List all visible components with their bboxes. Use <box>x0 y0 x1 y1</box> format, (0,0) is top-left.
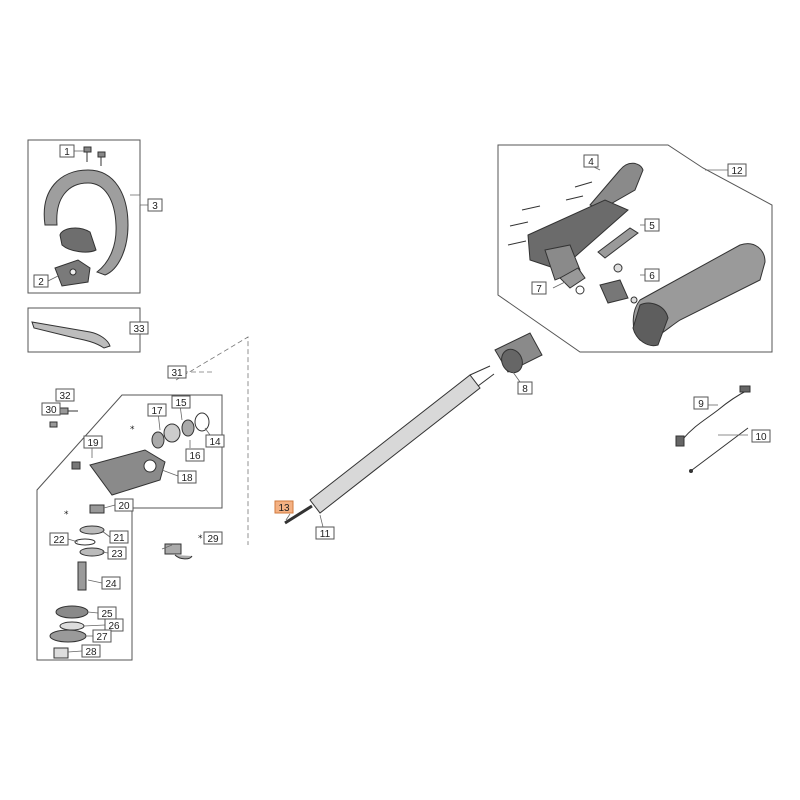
part-label-23: 23 <box>107 546 127 560</box>
drive-shaft-icon <box>284 504 313 525</box>
spring-icon <box>559 267 586 295</box>
part-number: 21 <box>113 533 125 544</box>
part-label-20: 20 <box>114 498 134 512</box>
part-label-6: 6 <box>644 268 660 282</box>
d-shaped-handle-icon <box>43 169 129 276</box>
part-number: 28 <box>85 647 97 658</box>
part-label-31: 31 <box>167 365 187 379</box>
drive-gear-icon <box>74 504 105 591</box>
part-number: 25 <box>101 609 113 620</box>
part-number: 22 <box>53 535 65 546</box>
part-number: 31 <box>171 368 183 379</box>
part-label-18: 18 <box>177 470 197 484</box>
star-marker: * <box>198 534 203 544</box>
part-label-28: 28 <box>81 644 101 658</box>
switch-icon <box>599 263 638 304</box>
part-label-11: 11 <box>315 526 335 540</box>
part-label-13: 13 <box>274 500 294 514</box>
part-number: 33 <box>133 324 145 335</box>
throttle-frame <box>497 144 773 353</box>
part-number: 15 <box>175 398 187 409</box>
gear-head-bracket-icon <box>71 449 166 496</box>
part-label-8: 8 <box>517 381 533 395</box>
part-number: 2 <box>38 277 44 288</box>
throttle-handle-housing-icon <box>527 162 766 347</box>
part-number: 17 <box>151 406 163 417</box>
part-number: 10 <box>755 432 767 443</box>
handle-clamp-icon <box>54 259 91 287</box>
part-label-1: 1 <box>59 144 75 158</box>
part-label-21: 21 <box>109 530 129 544</box>
hand-guard-plate-icon <box>31 321 111 349</box>
part-number: 12 <box>731 166 743 177</box>
part-label-14: 14 <box>205 434 225 448</box>
drive-tube-icon <box>309 365 495 514</box>
wiring-harness-icon <box>675 385 751 447</box>
part-number: 32 <box>59 391 71 402</box>
screw-icon <box>83 146 106 166</box>
part-label-2: 2 <box>33 274 49 288</box>
part-number: 1 <box>64 147 70 158</box>
part-label-26: 26 <box>104 618 124 632</box>
gearhead-dashed-bracket <box>175 336 249 545</box>
bearing-icon <box>151 412 210 449</box>
part-label-7: 7 <box>531 281 547 295</box>
part-number: 11 <box>320 529 331 540</box>
part-label-27: 27 <box>92 629 112 643</box>
part-number: 19 <box>87 438 99 449</box>
part-number: 30 <box>45 405 57 416</box>
part-label-5: 5 <box>644 218 660 232</box>
part-number: 8 <box>522 384 528 395</box>
part-label-16: 16 <box>185 448 205 462</box>
guard-frame <box>27 307 141 353</box>
part-label-19: 19 <box>83 435 103 449</box>
part-label-30: 30 <box>41 402 61 416</box>
part-label-33: 33 <box>129 321 149 335</box>
part-label-29: 29 <box>203 531 223 545</box>
tube-grip-icon <box>494 332 543 374</box>
part-number: 14 <box>209 437 221 448</box>
part-label-17: 17 <box>147 403 167 417</box>
part-label-24: 24 <box>101 576 121 590</box>
part-label-15: 15 <box>171 395 191 409</box>
part-number: 5 <box>649 221 655 232</box>
part-label-25: 25 <box>97 606 117 620</box>
part-number: 16 <box>189 451 201 462</box>
part-number: 27 <box>96 632 108 643</box>
part-number: 23 <box>111 549 123 560</box>
part-number: 4 <box>588 157 594 168</box>
part-number: 9 <box>698 399 704 410</box>
part-number: 20 <box>118 501 130 512</box>
part-label-10: 10 <box>751 429 771 443</box>
handle-frame <box>27 139 141 294</box>
leader-lines <box>47 150 748 653</box>
star-marker: * <box>130 425 135 435</box>
part-label-12: 12 <box>727 163 747 177</box>
part-number: 18 <box>181 473 193 484</box>
star-marker: * <box>64 510 69 520</box>
part-number: 7 <box>536 284 542 295</box>
part-number: 6 <box>649 271 655 282</box>
part-number: 13 <box>278 503 290 514</box>
part-label-22: 22 <box>49 532 69 546</box>
screw-icon <box>507 181 593 246</box>
part-label-9: 9 <box>693 396 709 410</box>
part-label-4: 4 <box>583 154 599 168</box>
part-number: 26 <box>108 621 120 632</box>
part-label-32: 32 <box>55 388 75 402</box>
part-label-3: 3 <box>147 198 163 212</box>
screw-icon <box>164 543 193 560</box>
part-number: 3 <box>152 201 158 212</box>
part-number: 24 <box>105 579 117 590</box>
trigger-icon <box>597 227 639 259</box>
gearhead-frame <box>36 394 223 661</box>
part-number: 29 <box>207 534 219 545</box>
